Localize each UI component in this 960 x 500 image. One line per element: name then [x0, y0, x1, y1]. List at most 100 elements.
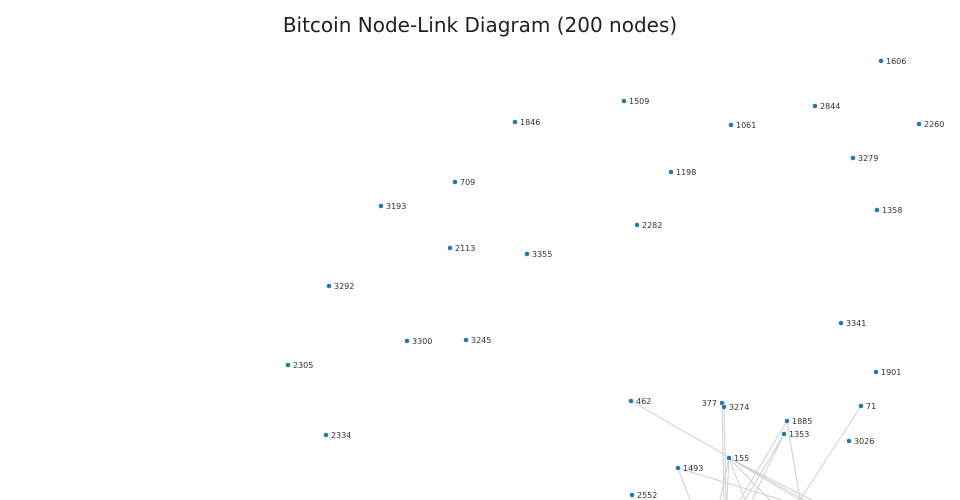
node-dot[interactable] [846, 438, 852, 444]
node-3026[interactable]: 3026 [846, 437, 875, 446]
diagram-title: Bitcoin Node-Link Diagram (200 nodes) [282, 13, 678, 37]
node-dot[interactable] [675, 465, 681, 471]
node-2113[interactable]: 2113 [447, 244, 476, 253]
node-dot[interactable] [781, 431, 787, 437]
node-2334[interactable]: 2334 [323, 431, 352, 440]
node-155[interactable]: 155 [726, 454, 750, 463]
node-71[interactable]: 71 [858, 402, 877, 411]
node-label: 2113 [455, 244, 475, 253]
node-dot[interactable] [323, 432, 329, 438]
node-dot[interactable] [812, 103, 818, 109]
node-1846[interactable]: 1846 [512, 118, 541, 127]
node-dot[interactable] [916, 121, 922, 127]
node-1509[interactable]: 1509 [621, 97, 650, 106]
node-709[interactable]: 709 [452, 178, 476, 187]
node-1606[interactable]: 1606 [878, 57, 907, 66]
node-1061[interactable]: 1061 [728, 121, 757, 130]
node-2305[interactable]: 2305 [285, 361, 314, 370]
edge [723, 406, 727, 500]
edge [786, 420, 801, 500]
node-dot[interactable] [668, 169, 674, 175]
node-1358[interactable]: 1358 [874, 206, 903, 215]
edge [751, 433, 785, 500]
node-dot[interactable] [878, 58, 884, 64]
node-label: 1493 [683, 464, 703, 473]
node-3292[interactable]: 3292 [326, 282, 355, 291]
node-label: 3026 [854, 437, 874, 446]
node-label: 2334 [331, 431, 351, 440]
node-dot[interactable] [850, 155, 856, 161]
node-label: 2260 [924, 120, 944, 129]
node-dot[interactable] [784, 418, 790, 424]
node-label: 155 [734, 454, 749, 463]
node-462[interactable]: 462 [628, 397, 652, 406]
node-1493[interactable]: 1493 [675, 464, 704, 473]
node-label: 3341 [846, 319, 866, 328]
node-dot[interactable] [873, 369, 879, 375]
node-label: 1353 [789, 430, 809, 439]
node-2260[interactable]: 2260 [916, 120, 945, 129]
node-label: 377 [702, 399, 717, 408]
node-dot[interactable] [628, 398, 634, 404]
edge [744, 433, 785, 500]
edge [677, 467, 691, 500]
node-2844[interactable]: 2844 [812, 102, 841, 111]
node-dot[interactable] [326, 283, 332, 289]
node-dot[interactable] [463, 337, 469, 343]
node-label: 71 [866, 402, 876, 411]
node-dot[interactable] [721, 404, 727, 410]
edge [799, 405, 862, 500]
node-3193[interactable]: 3193 [378, 202, 407, 211]
node-dot[interactable] [621, 98, 627, 104]
node-label: 1606 [886, 57, 906, 66]
node-dot[interactable] [858, 403, 864, 409]
node-label: 709 [460, 178, 475, 187]
node-label: 1885 [792, 417, 812, 426]
node-2282[interactable]: 2282 [634, 221, 663, 230]
node-dot[interactable] [726, 455, 732, 461]
node-label: 3300 [412, 337, 432, 346]
node-dot[interactable] [512, 119, 518, 125]
edge [677, 467, 783, 500]
node-1353[interactable]: 1353 [781, 430, 810, 439]
node-label: 3193 [386, 202, 406, 211]
node-3341[interactable]: 3341 [838, 319, 867, 328]
node-dot[interactable] [285, 362, 291, 368]
edge [728, 457, 746, 500]
node-dot[interactable] [634, 222, 640, 228]
node-label: 2844 [820, 102, 840, 111]
node-1198[interactable]: 1198 [668, 168, 697, 177]
node-3279[interactable]: 3279 [850, 154, 879, 163]
node-label: 3274 [729, 403, 749, 412]
node-1885[interactable]: 1885 [784, 417, 813, 426]
node-dot[interactable] [874, 207, 880, 213]
node-dot[interactable] [524, 251, 530, 257]
edge [630, 400, 805, 500]
node-2552[interactable]: 2552 [629, 491, 658, 500]
node-label: 1901 [881, 368, 901, 377]
node-label: 3355 [532, 250, 552, 259]
node-dot[interactable] [447, 245, 453, 251]
edge [719, 457, 730, 500]
node-dot[interactable] [728, 122, 734, 128]
node-1901[interactable]: 1901 [873, 368, 902, 377]
node-377[interactable]: 377 [702, 399, 725, 408]
node-dot[interactable] [838, 320, 844, 326]
node-3300[interactable]: 3300 [404, 337, 433, 346]
node-dot[interactable] [629, 492, 635, 498]
node-label: 1358 [882, 206, 902, 215]
edge [728, 457, 813, 500]
edge [728, 457, 801, 500]
node-3274[interactable]: 3274 [721, 403, 750, 412]
node-3245[interactable]: 3245 [463, 336, 492, 345]
node-dot[interactable] [404, 338, 410, 344]
node-dot[interactable] [378, 203, 384, 209]
node-label: 1061 [736, 121, 756, 130]
node-label: 2305 [293, 361, 313, 370]
node-dot[interactable] [452, 179, 458, 185]
node-3355[interactable]: 3355 [524, 250, 553, 259]
node-label: 1198 [676, 168, 696, 177]
nodes: 1606 1509 2844 1846 1061 2260 3279 1198 709 3193 1… [285, 57, 945, 500]
edge [739, 420, 788, 500]
